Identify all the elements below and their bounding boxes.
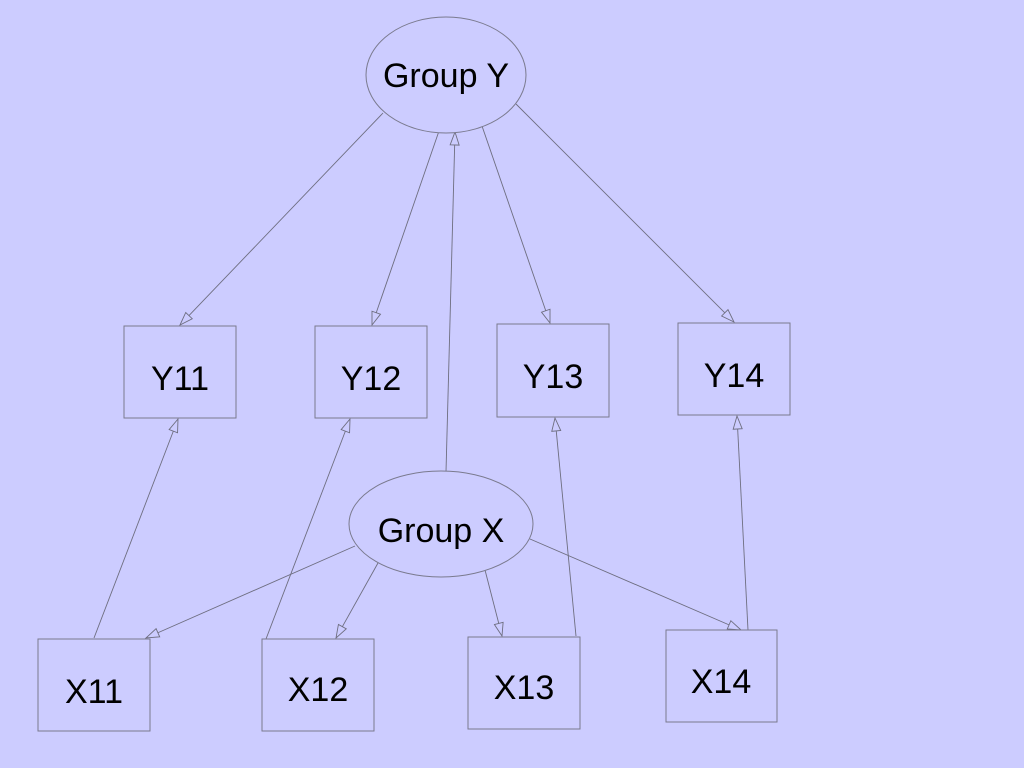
arrowhead-icon — [144, 627, 161, 639]
node-group-x-shape — [348, 470, 534, 578]
arrowhead-icon — [732, 414, 743, 430]
edge-x13-to-y13 — [551, 416, 577, 637]
edge-line — [265, 430, 346, 640]
arrowhead-icon — [179, 311, 194, 326]
node-x13[interactable]: X13 — [467, 636, 581, 730]
edge-x11-to-y11 — [93, 417, 179, 639]
edge-line — [188, 112, 384, 316]
node-x11-label: X11 — [65, 673, 123, 711]
arrowhead-icon — [720, 308, 735, 323]
node-x14[interactable]: X14 — [665, 629, 778, 723]
edge-line — [737, 428, 749, 631]
node-group-y-label: Group Y — [383, 57, 509, 95]
edge-x14-to-y14 — [732, 414, 749, 631]
node-y14[interactable]: Y14 — [677, 322, 791, 416]
edge-line — [555, 430, 577, 637]
node-y14-shape — [677, 322, 791, 416]
node-x12[interactable]: X12 — [261, 638, 375, 732]
arrowhead-icon — [371, 310, 382, 327]
node-x13-label: X13 — [494, 669, 555, 707]
edge-group-y-to-y11 — [179, 112, 384, 326]
node-y11-shape — [123, 325, 237, 419]
arrowhead-icon — [493, 621, 504, 638]
node-x11-shape — [37, 638, 151, 732]
node-y12[interactable]: Y12 — [314, 325, 428, 419]
nodes-layer: Group Y Y11 Y12 Y13 Y14 Group X X11 — [37, 16, 791, 732]
edge-group-x-to-group-y — [445, 130, 460, 473]
edges-layer — [93, 103, 749, 640]
node-group-x[interactable]: Group X — [348, 470, 534, 578]
node-y12-shape — [314, 325, 428, 419]
arrowhead-icon — [726, 619, 743, 631]
arrowhead-icon — [551, 416, 562, 432]
edge-line — [375, 130, 440, 313]
node-x12-shape — [261, 638, 375, 732]
edge-group-y-to-y13 — [481, 125, 551, 325]
edge-line — [481, 125, 547, 311]
node-y12-label: Y12 — [341, 360, 402, 398]
edge-group-x-to-x13 — [484, 569, 504, 638]
node-y13[interactable]: Y13 — [496, 323, 610, 418]
edge-group-x-to-x11 — [144, 545, 356, 639]
node-x14-shape — [665, 629, 778, 723]
arrowhead-icon — [168, 417, 179, 434]
arrowhead-icon — [340, 417, 351, 434]
edge-line — [341, 562, 379, 627]
edge-line — [93, 430, 174, 639]
edge-group-y-to-y12 — [371, 130, 440, 327]
edge-group-x-to-x14 — [529, 538, 743, 631]
edge-group-y-to-y14 — [515, 103, 735, 323]
node-group-y-shape — [365, 16, 527, 134]
node-x13-shape — [467, 636, 581, 730]
node-y13-shape — [496, 323, 610, 418]
edge-group-x-to-x12 — [335, 562, 379, 640]
node-group-y[interactable]: Group Y — [365, 16, 527, 134]
node-y11-label: Y11 — [151, 360, 209, 398]
node-group-x-label: Group X — [378, 512, 505, 550]
arrowhead-icon — [449, 130, 460, 146]
edge-line — [529, 538, 730, 626]
node-x11[interactable]: X11 — [37, 638, 151, 732]
node-y13-label: Y13 — [523, 358, 584, 396]
edge-line — [445, 144, 456, 473]
arrowhead-icon — [335, 623, 348, 640]
arrowhead-icon — [540, 308, 551, 325]
edge-x12-to-y12 — [265, 417, 351, 640]
edge-line — [515, 103, 726, 314]
node-y14-label: Y14 — [704, 357, 765, 395]
edge-line — [484, 569, 500, 624]
node-y11[interactable]: Y11 — [123, 325, 237, 419]
node-x12-label: X12 — [288, 671, 349, 709]
edge-line — [157, 545, 356, 634]
node-x14-label: X14 — [691, 663, 752, 701]
